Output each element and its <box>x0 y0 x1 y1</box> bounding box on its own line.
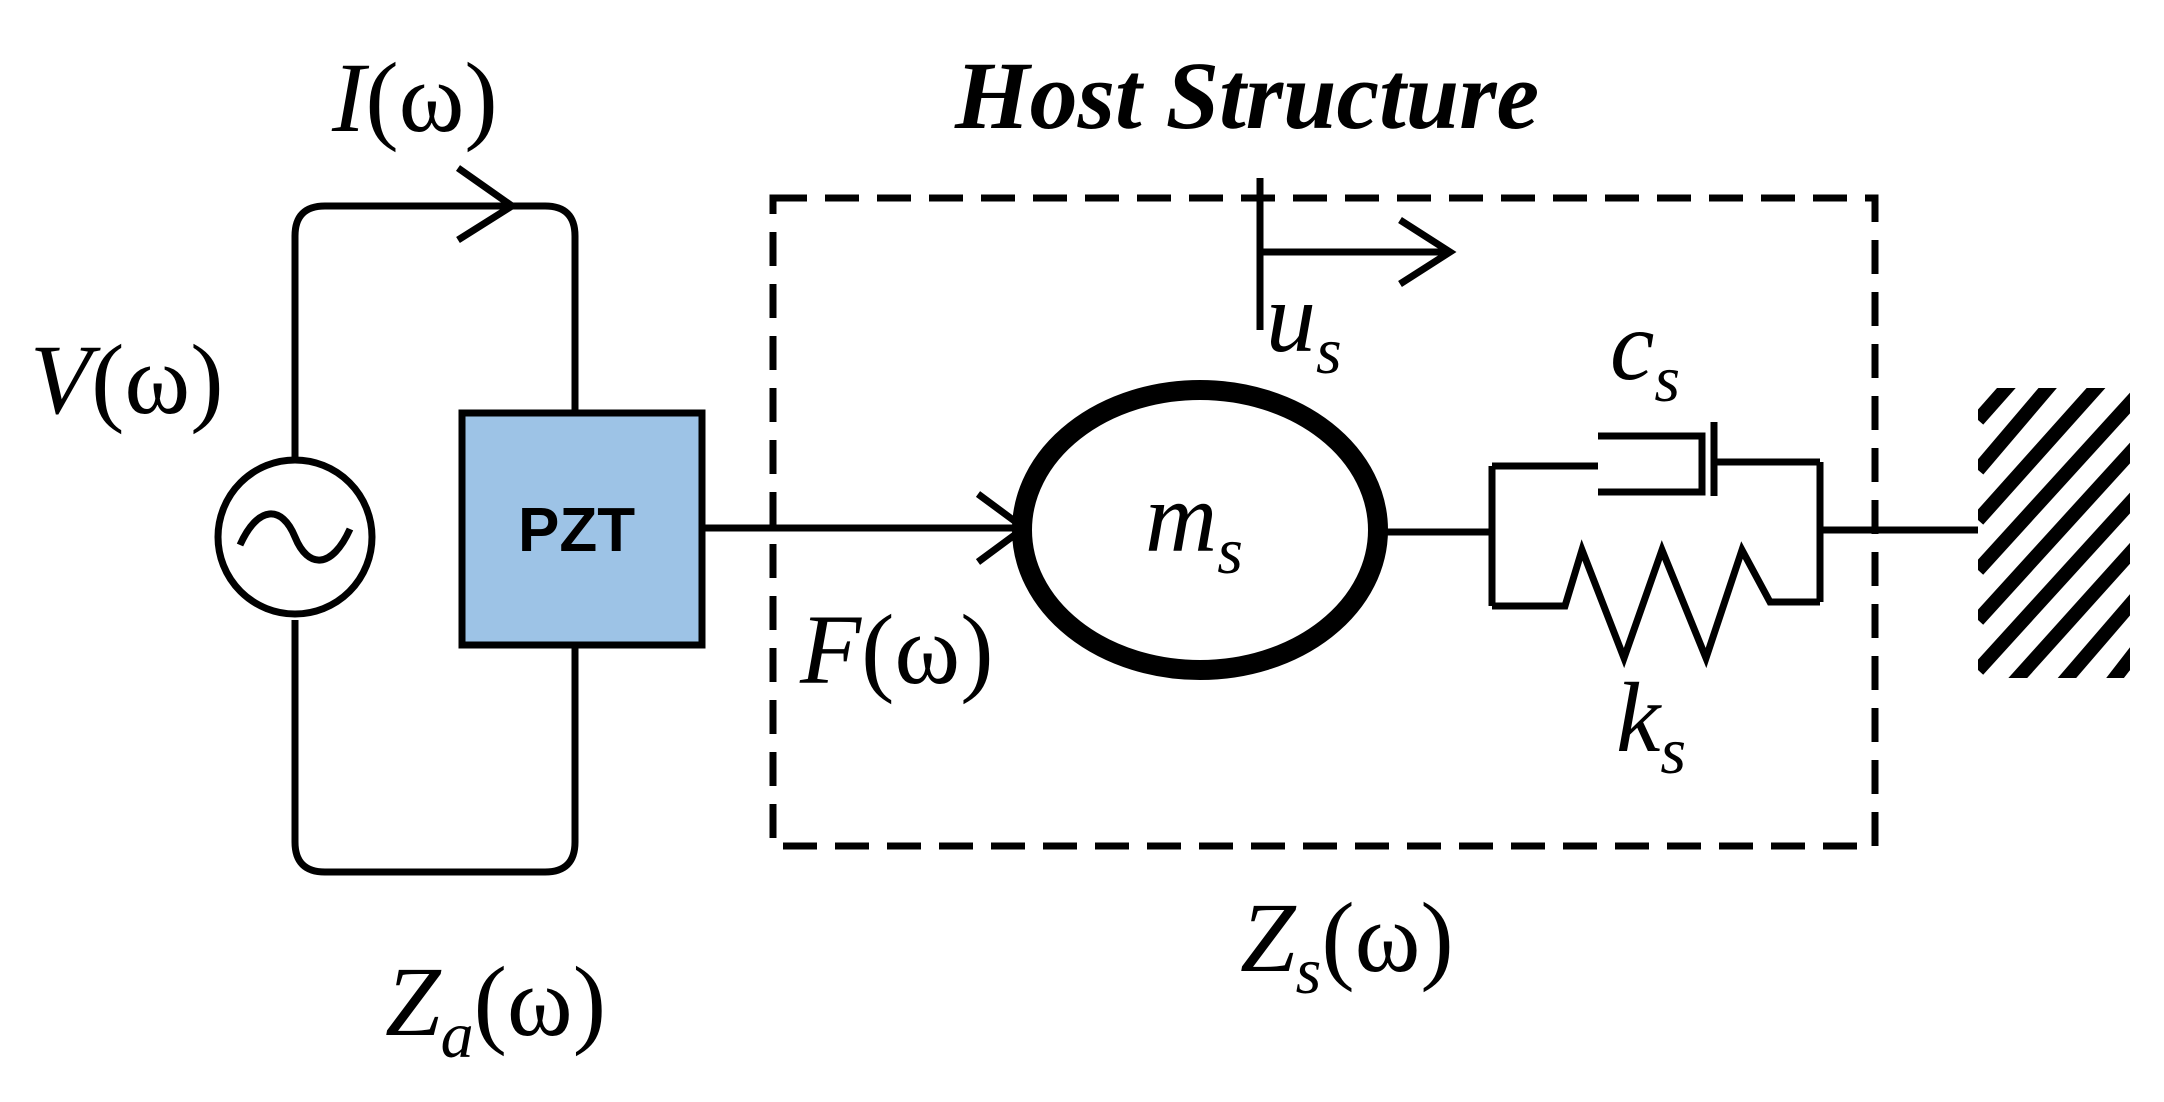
force-arg: (ω) <box>861 594 994 705</box>
host-structure-title: Host Structure <box>955 42 1540 149</box>
stiffness-symbol: k <box>1616 662 1661 773</box>
actuator-impedance-arg: (ω) <box>473 946 607 1057</box>
stiffness-subscript: s <box>1660 715 1687 788</box>
structure-impedance-symbol: Z <box>1240 882 1296 993</box>
displacement-label: us <box>1266 268 1342 385</box>
voltage-symbol: V <box>30 324 92 435</box>
pzt-block <box>458 409 706 649</box>
mass-label: ms <box>1145 468 1243 585</box>
host-structure-boundary <box>769 194 1879 850</box>
pzt-label: PZT <box>518 496 636 565</box>
spring-icon <box>1492 539 1820 669</box>
damping-label: cs <box>1610 296 1680 413</box>
displacement-arrow-icon <box>1398 217 1457 287</box>
current-arrow-icon <box>455 165 519 243</box>
mass-symbol: m <box>1145 462 1218 573</box>
force-label: F(ω) <box>800 600 994 700</box>
stiffness-label: ks <box>1616 668 1686 785</box>
sine-wave-icon <box>236 510 354 564</box>
actuator-impedance-label: Za(ω) <box>385 952 606 1069</box>
current-symbol: I <box>332 42 366 153</box>
displacement-subscript: s <box>1316 315 1342 388</box>
damping-symbol: c <box>1610 290 1655 401</box>
mass-subscript: s <box>1217 515 1243 588</box>
circuit-wire <box>291 202 579 458</box>
damper-icon <box>1492 432 1820 496</box>
actuator-impedance-subscript: a <box>440 999 474 1072</box>
actuator-impedance-symbol: Z <box>385 946 441 1057</box>
current-label: I(ω) <box>332 48 498 148</box>
voltage-arg: (ω) <box>91 324 224 435</box>
damping-subscript: s <box>1654 343 1681 416</box>
structure-impedance-arg: (ω) <box>1321 882 1454 993</box>
structure-impedance-subscript: s <box>1295 935 1322 1008</box>
force-symbol: F <box>800 594 862 705</box>
displacement-symbol: u <box>1266 262 1316 373</box>
structure-impedance-label: Zs(ω) <box>1240 888 1454 1005</box>
current-arg: (ω) <box>365 42 498 153</box>
voltage-label: V(ω) <box>30 330 224 430</box>
fixed-wall-icon <box>1978 388 2130 678</box>
circuit-wire-bottom <box>291 620 579 876</box>
